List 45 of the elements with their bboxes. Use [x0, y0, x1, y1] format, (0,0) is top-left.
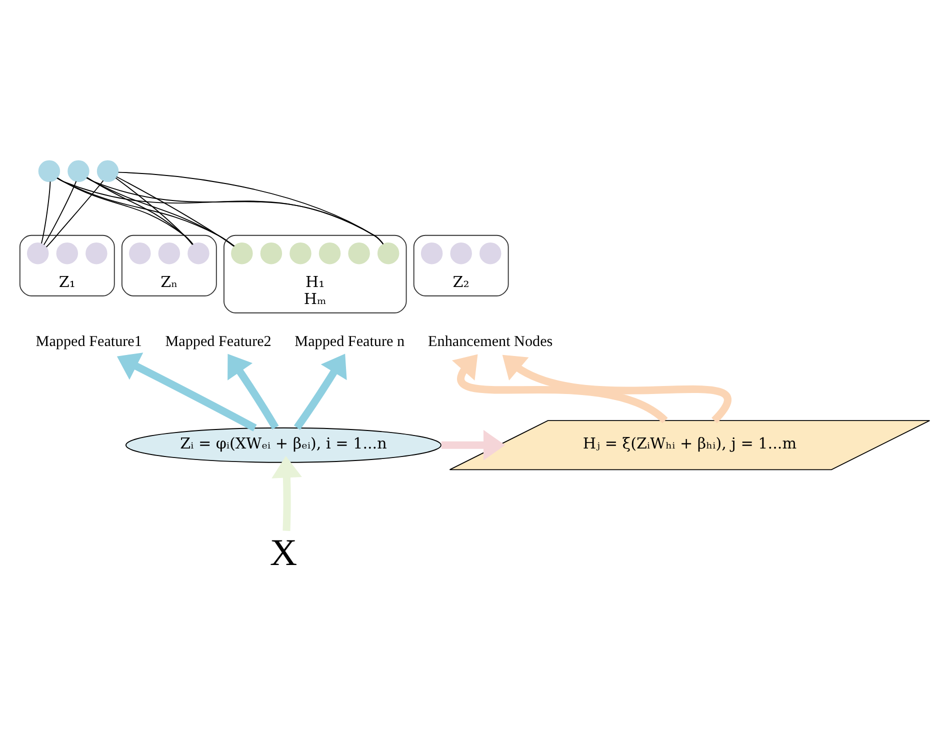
arrow: [441, 429, 506, 460]
node-circle: [38, 160, 60, 182]
arrow: [228, 353, 279, 430]
connector: [86, 176, 234, 246]
cluster: Z₂: [413, 234, 509, 296]
node-circle: [420, 242, 443, 264]
connector: [56, 177, 235, 246]
node-circle: [290, 242, 312, 264]
connector: [46, 180, 104, 247]
node-circle: [348, 242, 370, 264]
connector: [43, 180, 77, 245]
cluster: Zₙ: [121, 234, 217, 296]
node-circle: [377, 242, 400, 264]
node-circle: [450, 242, 472, 264]
node-circle: [158, 242, 180, 264]
connector: [86, 176, 194, 244]
node-circle: [56, 242, 78, 264]
cluster: H₁ Hₘ: [224, 234, 407, 313]
connector: [41, 180, 51, 244]
node-circle: [260, 242, 282, 264]
connector: [118, 171, 384, 244]
connector: [115, 176, 193, 244]
node-ellipse: Zᵢ = φᵢ(XWₑᵢ + βₑᵢ), i = 1...n: [125, 426, 442, 462]
node-text: Mapped Feature n: [294, 333, 405, 350]
cluster: Z₁: [19, 234, 115, 296]
node-circle: [27, 242, 49, 264]
node-circle: [188, 242, 210, 264]
arrow: [294, 353, 347, 430]
connector: [116, 176, 234, 246]
node-circle: [318, 242, 341, 264]
node-text: Mapped Feature1: [36, 333, 142, 350]
arrow: [502, 354, 731, 422]
node-circle: [129, 242, 151, 264]
node-text: X: [270, 532, 298, 574]
node-circle: [480, 242, 502, 264]
node-circle: [86, 242, 108, 264]
arrow: [116, 352, 257, 431]
node-circle: [68, 160, 90, 182]
node-text: Mapped Feature2: [165, 333, 272, 350]
arrow: [272, 456, 302, 530]
node-circle: [231, 242, 253, 264]
arrow: [452, 354, 668, 424]
node-text: Enhancement Nodes: [428, 333, 553, 350]
node-circle: [96, 160, 119, 182]
connector: [56, 176, 194, 244]
